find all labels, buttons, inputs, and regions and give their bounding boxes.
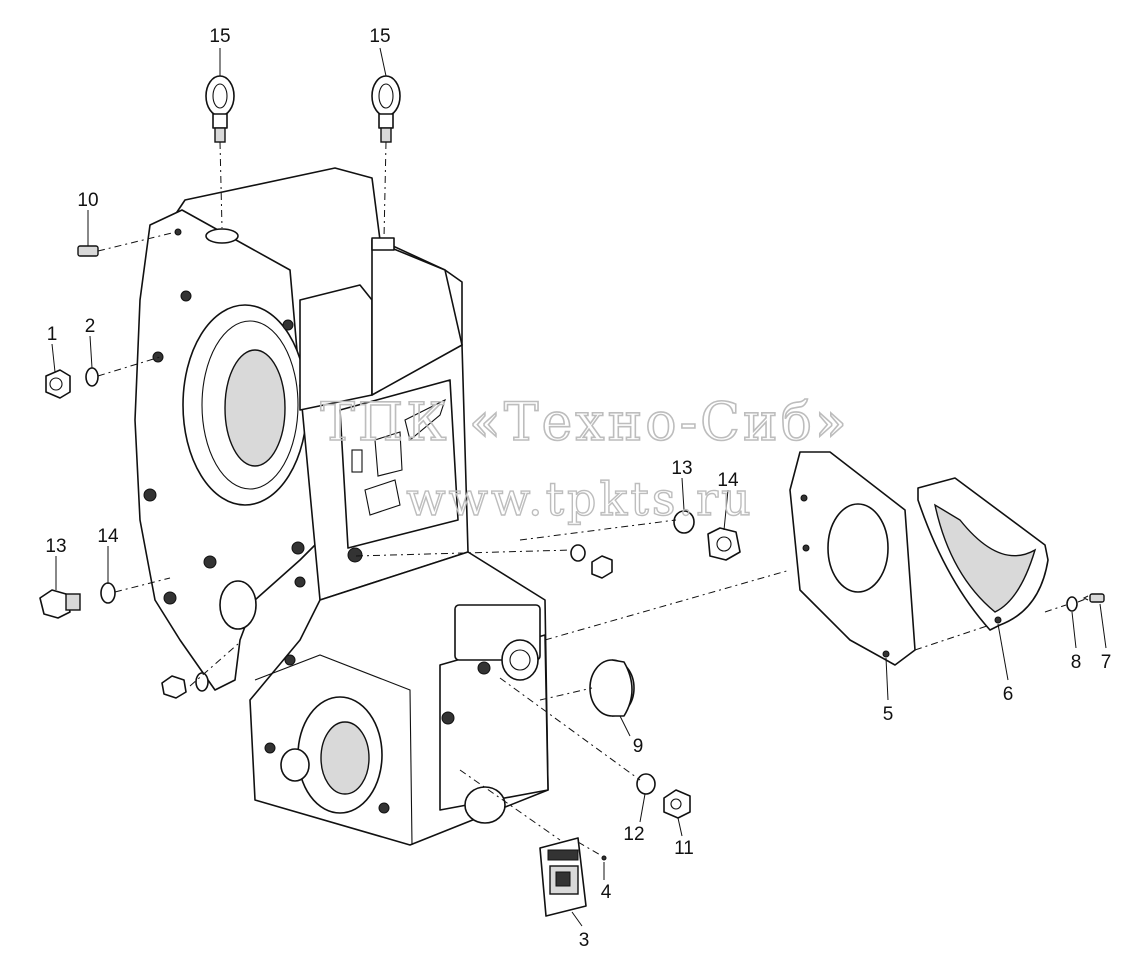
callout-2: 2 (85, 316, 96, 337)
ring-mid (570, 544, 586, 562)
callout-15-right: 15 (369, 26, 390, 47)
cover-half-6 (917, 477, 1049, 631)
callout-3: 3 (579, 930, 590, 951)
plug-1 (45, 369, 71, 399)
o-ring-2 (85, 367, 99, 387)
callout-14-right: 14 (717, 470, 739, 491)
callout-5: 5 (883, 704, 894, 725)
drain-plug-ring (195, 672, 209, 692)
cover-plate-5 (789, 451, 916, 666)
callout-14-left: 14 (97, 526, 119, 547)
callout-9: 9 (633, 736, 644, 757)
callout-13-left: 13 (45, 536, 66, 557)
plug-11 (663, 789, 691, 819)
callout-1: 1 (47, 324, 58, 345)
callout-6: 6 (1003, 684, 1014, 705)
callout-4: 4 (601, 882, 612, 903)
washer-8 (1066, 596, 1078, 612)
watermark-company: ТПК «Техно-Сиб» (320, 393, 850, 453)
bolt-10 (77, 245, 99, 257)
nameplate-3 (539, 837, 587, 917)
rivet-4 (601, 855, 607, 861)
bolt-7 (1082, 593, 1105, 603)
ring-14-left (100, 582, 116, 604)
drain-plug (161, 675, 187, 699)
callout-10: 10 (77, 190, 98, 211)
callout-13-right: 13 (671, 458, 692, 479)
ring-12 (636, 773, 656, 795)
transmission-housing (134, 167, 549, 846)
callout-12: 12 (623, 824, 644, 845)
cap-9 (589, 659, 635, 717)
callout-15-left: 15 (209, 26, 230, 47)
callout-7: 7 (1101, 652, 1112, 673)
callout-8: 8 (1071, 652, 1082, 673)
callout-11: 11 (674, 838, 694, 859)
plug-13-left (39, 589, 81, 619)
ring-13-right (673, 510, 695, 534)
plug-mid (591, 555, 613, 579)
lifting-eye-bolt-left (205, 75, 235, 143)
plug-14-right (707, 527, 741, 561)
assembly-lines (97, 141, 1089, 857)
lifting-eye-bolt-right (371, 75, 401, 143)
watermark-url: www.tpkts.ru (406, 472, 753, 526)
leader-lines (51, 47, 1107, 927)
